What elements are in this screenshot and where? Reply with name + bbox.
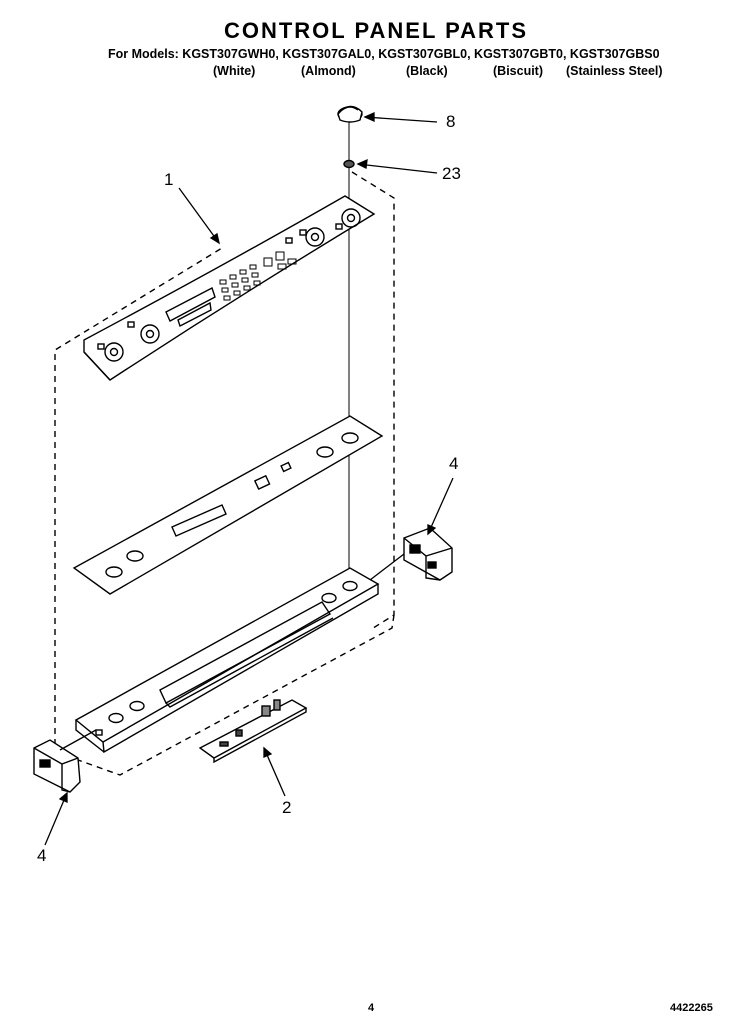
washer-part-23 — [343, 159, 355, 169]
color-biscuit: (Biscuit) — [493, 64, 543, 78]
page-title: CONTROL PANEL PARTS — [223, 18, 529, 43]
middle-panel — [72, 415, 384, 595]
models-line: For Models: KGST307GWH0, KGST307GAL0, KG… — [108, 47, 660, 61]
color-white: (White) — [213, 64, 256, 78]
callout-4-left: 4 — [37, 846, 47, 865]
knob-part-8 — [337, 105, 363, 123]
console-panel — [74, 567, 380, 754]
color-almond: (Almond) — [301, 64, 356, 78]
overlay-panel-part-1 — [83, 195, 376, 381]
end-cap-left-part-4 — [33, 739, 81, 793]
assembly-dashed-outline — [54, 171, 395, 776]
color-stainless-steel: (Stainless Steel) — [566, 64, 663, 78]
circuit-board-part-2 — [198, 699, 308, 764]
callout-1: 1 — [164, 170, 174, 189]
callout-4-right: 4 — [449, 454, 459, 473]
callout-2: 2 — [282, 798, 292, 817]
leader-lines — [44, 111, 454, 846]
end-cap-right-part-4 — [403, 527, 453, 581]
document-number: 4422265 — [670, 1002, 713, 1014]
callout-8: 8 — [446, 112, 456, 131]
callout-23: 23 — [442, 164, 461, 183]
page-number: 4 — [368, 1002, 375, 1014]
color-black: (Black) — [406, 64, 448, 78]
